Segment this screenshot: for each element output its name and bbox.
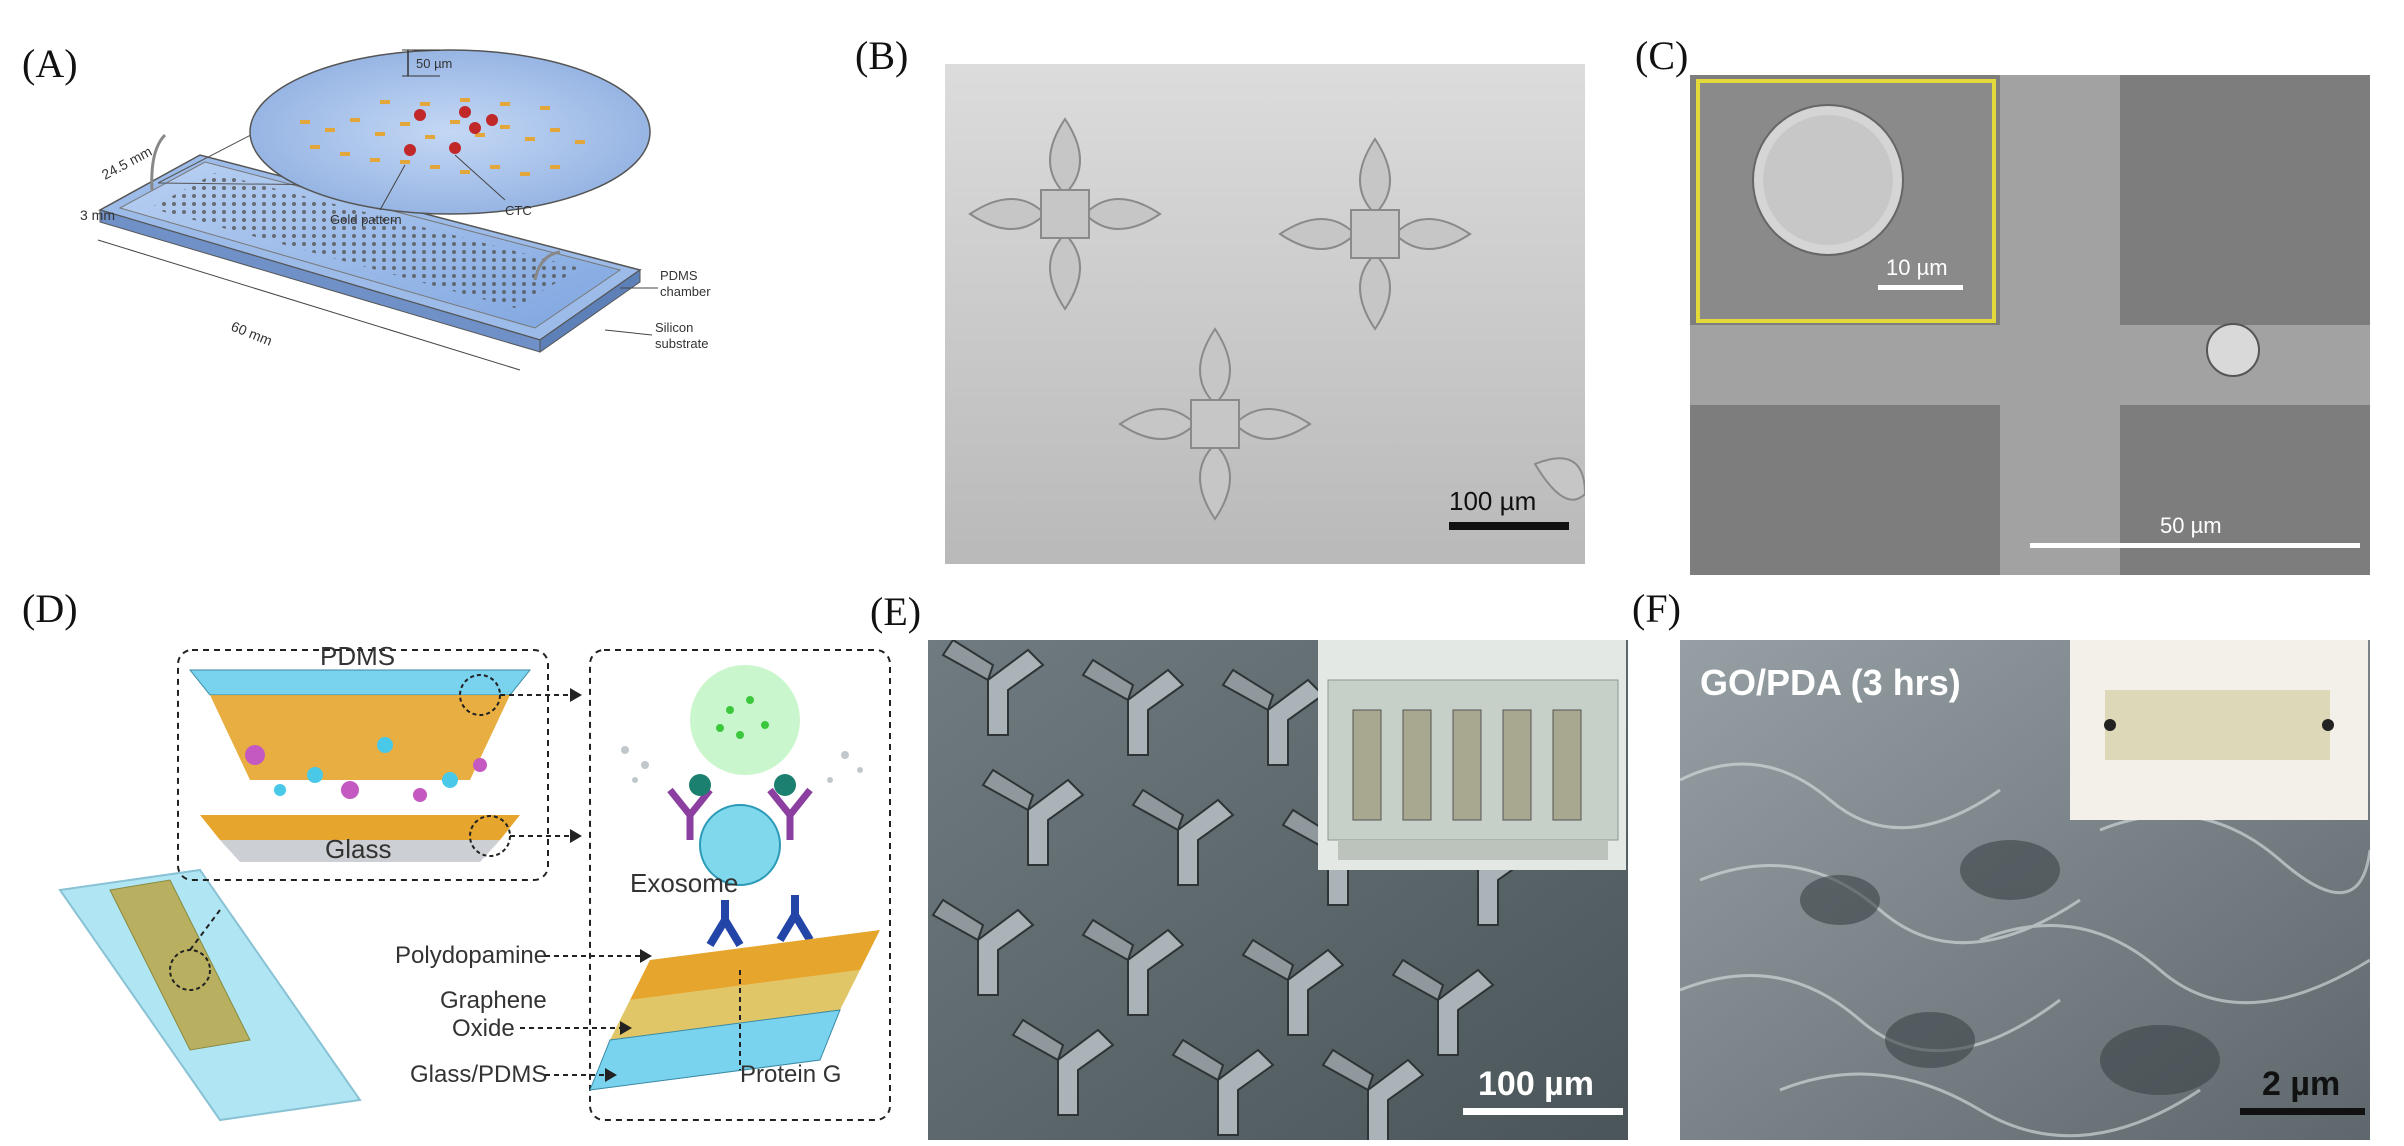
panel-letter-a: (A)	[22, 41, 78, 86]
panel-f-scale-label: 2 µm	[2262, 1065, 2340, 1103]
label-gold-pattern: Gold pattern	[330, 212, 402, 227]
label-protein-g: Protein G	[740, 1061, 841, 1088]
label-silicon-1: Silicon	[655, 320, 693, 335]
label-pdms-2: chamber	[660, 284, 711, 299]
label-glass: Glass	[325, 834, 391, 864]
panel-b-sem-image: 100 µm	[945, 64, 1585, 564]
panel-a-chip-diagram: 50 µm Gold pattern CTC 24.5 mm 3 mm 60 m…	[80, 49, 711, 371]
label-width: 24.5 mm	[99, 143, 155, 183]
label-ctc: CTC	[505, 203, 532, 218]
panel-f-sem-image: GO/PDA (3 hrs) 2 µm	[1680, 640, 2370, 1140]
panel-letter-e: (E)	[870, 589, 922, 634]
panel-letter-b: (B)	[855, 33, 909, 78]
panel-d-schematic: PDMS Glass Exosome Polydopamine Graphene…	[58, 641, 891, 1122]
panel-letter-c: (C)	[1635, 33, 1689, 78]
label-glass-pdms: Glass/PDMS	[410, 1061, 547, 1088]
label-graphene-2: Oxide	[452, 1015, 515, 1042]
panel-letter-f: (F)	[1632, 586, 1681, 631]
label-length: 60 mm	[229, 318, 275, 349]
label-graphene-1: Graphene	[440, 987, 547, 1014]
panel-letter-d: (D)	[22, 586, 78, 631]
panel-e-sem-image: 100 µm	[928, 640, 1628, 1140]
label-polydopamine: Polydopamine	[395, 942, 547, 969]
panel-c-scale-label: 50 µm	[2160, 513, 2222, 538]
panel-c-inset-scale-label: 10 µm	[1886, 255, 1948, 280]
panel-c-sem-image: 10 µm 50 µm	[1690, 75, 2370, 575]
label-pdms-1: PDMS	[660, 268, 698, 283]
label-pdms: PDMS	[320, 641, 395, 671]
panel-e-scale-label: 100 µm	[1478, 1065, 1594, 1103]
panel-f-title: GO/PDA (3 hrs)	[1700, 662, 1961, 703]
label-exosome: Exosome	[630, 868, 738, 898]
panel-b-scale-label: 100 µm	[1449, 486, 1536, 516]
label-thickness: 3 mm	[80, 207, 115, 223]
label-height: 50 µm	[416, 56, 452, 71]
label-silicon-2: substrate	[655, 336, 708, 351]
